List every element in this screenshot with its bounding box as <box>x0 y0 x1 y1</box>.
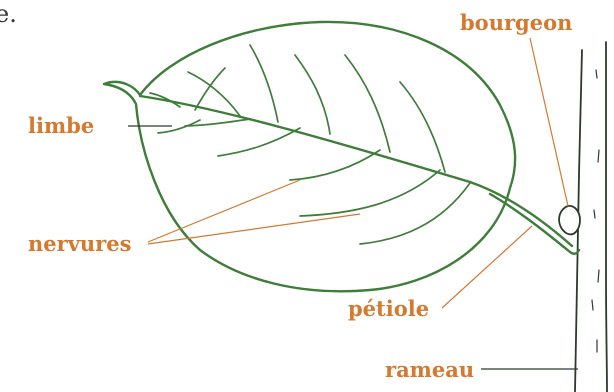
vein <box>218 128 300 156</box>
vein <box>290 150 380 180</box>
label-limbe: limbe <box>28 113 94 138</box>
vein <box>195 68 225 110</box>
branch-bark-mark <box>596 70 597 78</box>
bourgeon-leader <box>530 38 568 206</box>
branch-right-edge <box>606 42 607 392</box>
vein <box>345 55 390 152</box>
vein <box>295 55 330 134</box>
branch-bark-mark <box>592 300 593 310</box>
bud <box>559 206 580 234</box>
vein <box>250 45 278 122</box>
branch-bark-mark <box>594 210 595 218</box>
cropped-text: e. <box>0 0 17 28</box>
label-rameau: rameau <box>385 357 474 382</box>
vein <box>400 82 445 172</box>
vein <box>300 170 440 216</box>
label-petiole: pétiole <box>348 296 429 321</box>
petiole-leader <box>442 226 532 308</box>
midrib <box>140 96 470 182</box>
vein <box>360 183 470 244</box>
veins <box>150 45 470 244</box>
leaf-blade-outline <box>104 22 515 291</box>
label-bourgeon: bourgeon <box>460 10 572 35</box>
branch-bark-mark <box>598 270 599 282</box>
branch-bark-mark <box>598 150 599 162</box>
label-nervures: nervures <box>28 231 131 256</box>
